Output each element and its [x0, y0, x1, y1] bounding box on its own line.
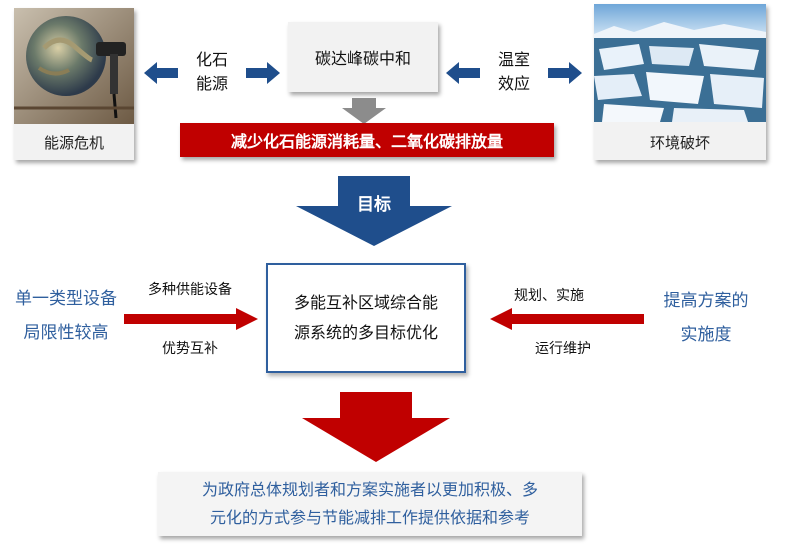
complementary-advantage-label: 优势互补	[162, 341, 218, 357]
gray-down-arrow	[342, 98, 386, 124]
result-down-arrow	[302, 392, 450, 462]
left-red-arrow	[124, 308, 258, 330]
improve-implementation-text: 提高方案的 实施度	[663, 291, 749, 345]
melting-ice-image	[594, 4, 766, 122]
environment-damage-card: 环境破坏	[594, 4, 766, 160]
goal-down-arrow	[296, 176, 452, 246]
energy-crisis-card: 能源危机	[14, 8, 134, 160]
multi-supply-devices-label: 多种供能设备	[148, 282, 232, 298]
earth-oil-nozzle-image	[14, 8, 134, 124]
right-arrow-left	[446, 62, 480, 84]
left-arrow-right	[246, 62, 280, 84]
operation-maintenance-label: 运行维护	[535, 341, 591, 357]
single-device-limitation-text: 单一类型设备 局限性较高	[15, 289, 117, 343]
greenhouse-effect-label: 温室 效应	[497, 50, 530, 93]
multi-energy-optimization-box: 多能互补区域综合能 源系统的多目标优化	[266, 263, 466, 373]
goal-label: 目标	[357, 195, 391, 215]
conclusion-box: 为政府总体规划者和方案实施者以更加积极、多 元化的方式参与节能减排工作提供依据和…	[158, 472, 582, 536]
left-arrow-left	[144, 62, 178, 84]
fossil-energy-label: 化石 能源	[195, 50, 228, 93]
carbon-goal-box: 碳达峰碳中和	[288, 22, 438, 92]
energy-crisis-label: 能源危机	[43, 133, 104, 152]
carbon-goal-title: 碳达峰碳中和	[314, 49, 411, 68]
right-arrow-right	[548, 62, 582, 84]
reduce-emission-banner: 减少化石能源消耗量、二氧化碳排放量	[180, 123, 554, 157]
right-red-arrow	[490, 308, 644, 330]
environment-damage-label: 环境破坏	[649, 133, 710, 152]
plan-implement-label: 规划、实施	[514, 288, 584, 304]
